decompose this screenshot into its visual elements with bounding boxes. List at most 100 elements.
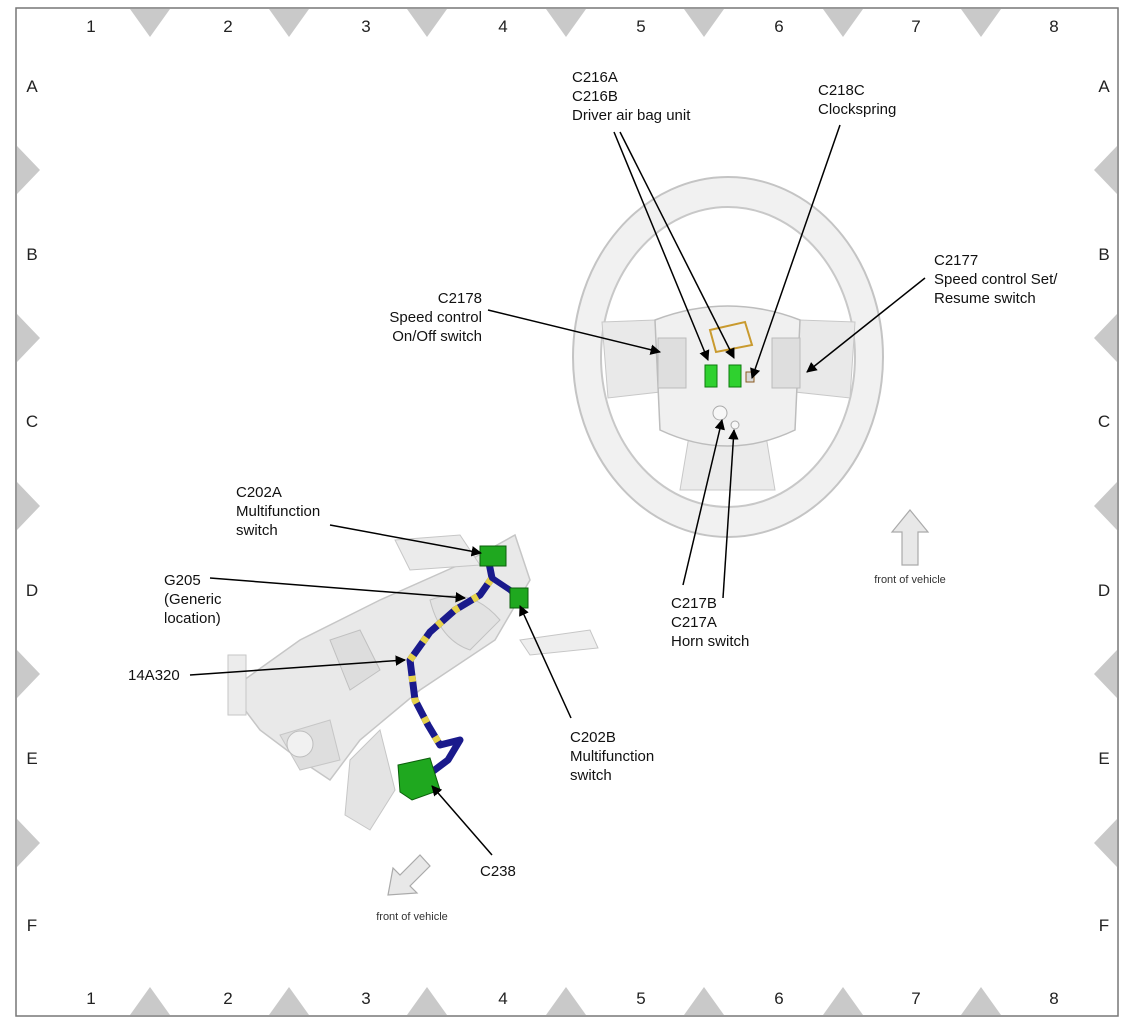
callout-line: Clockspring [818,101,896,118]
grid-col-label: 7 [911,17,920,36]
grid-row-label: F [27,916,37,935]
orientation-label: front of vehicle [376,911,448,923]
grid-col-label: 6 [774,989,783,1008]
orientation-arrow-icon [890,509,930,566]
grid-marker-top [546,9,586,37]
steering-wheel [572,176,884,538]
grid-col-label: 8 [1049,17,1058,36]
grid-row-labels-right: A B C D E F [1098,77,1110,935]
grid-marker-right [1094,146,1117,194]
callout-line: Driver air bag unit [572,107,691,124]
grid-marker-right [1094,650,1117,698]
grid-col-label: 3 [361,17,370,36]
grid-marker-left [17,146,40,194]
callout-line: C2177 [934,252,978,269]
grid-row-label: E [1098,749,1109,768]
grid-col-label: 1 [86,17,95,36]
callout-c217: C217B C217A Horn switch [671,595,749,650]
grid-marker-right [1094,314,1117,362]
grid-marker-bottom [823,987,863,1015]
grid-marker-right [1094,819,1117,867]
grid-row-label: B [26,245,37,264]
callout-g205: G205 (Generic location) [164,572,222,627]
callout-c202b: C202B Multifunction switch [570,729,654,784]
grid-row-label: A [26,77,38,96]
connector-c238 [397,757,441,801]
callout-harness-14a320: 14A320 [128,667,180,684]
grid-marker-bottom [546,987,586,1015]
callout-line: location) [164,610,221,627]
callout-line: Speed control [389,309,482,326]
callout-c2178: C2178 Speed control On/Off switch [389,290,482,345]
grid-marker-left [17,314,40,362]
front-of-vehicle-indicator-upper: front of vehicle [874,509,946,586]
grid-marker-bottom [130,987,170,1015]
grid-row-label: C [1098,412,1110,431]
callout-line: C238 [480,863,516,880]
callout-line: C216A [572,69,618,86]
callout-c238: C238 [480,863,516,880]
grid-marker-top [684,9,724,37]
grid-col-label: 8 [1049,989,1058,1008]
grid-col-label: 5 [636,17,645,36]
grid-column-labels-top: 1 2 3 4 5 6 7 8 [86,17,1058,36]
callout-line: C217B [671,595,717,612]
grid-col-label: 2 [223,17,232,36]
grid-marker-top [961,9,1001,37]
callout-line: G205 [164,572,201,589]
callout-line: switch [570,767,612,784]
multifunction-switch-connectors [479,545,529,609]
callout-line: switch [236,522,278,539]
grid-marker-left [17,819,40,867]
grid-marker-top [407,9,447,37]
callout-line: Multifunction [236,503,320,520]
callout-c216: C216A C216B Driver air bag unit [572,69,691,124]
grid-marker-left [17,482,40,530]
grid-marker-left [17,650,40,698]
callout-line: Multifunction [570,748,654,765]
callout-line: (Generic [164,591,222,608]
callout-line: C2178 [438,290,482,307]
grid-row-label: C [26,412,38,431]
steering-column [227,533,599,831]
grid-col-label: 1 [86,989,95,1008]
callout-line: C216B [572,88,618,105]
driver-air-bag-connectors [704,364,742,388]
grid-marker-bottom [407,987,447,1015]
grid-marker-bottom [961,987,1001,1015]
grid-marker-top [130,9,170,37]
leader-lines [189,124,926,856]
grid-marker-top [269,9,309,37]
grid-row-label: E [26,749,37,768]
callout-line: Horn switch [671,633,749,650]
grid-column-labels-bottom: 1 2 3 4 5 6 7 8 [86,989,1058,1008]
grid-row-labels-left: A B C D E F [26,77,38,935]
grid-marker-bottom [684,987,724,1015]
callout-line: On/Off switch [392,328,482,345]
grid-row-label: D [26,581,38,600]
grid-col-label: 7 [911,989,920,1008]
orientation-label: front of vehicle [874,574,946,586]
grid-row-label: F [1099,916,1109,935]
grid-markers [17,9,1117,1015]
grid-col-label: 3 [361,989,370,1008]
grid-col-label: 5 [636,989,645,1008]
front-of-vehicle-indicator-lower: front of vehicle [376,854,448,923]
callout-line: C217A [671,614,717,631]
callout-c2177: C2177 Speed control Set/ Resume switch [934,252,1058,307]
callout-line: C218C [818,82,865,99]
grid-row-label: A [1098,77,1110,96]
diagram-border [15,7,1119,1017]
callout-c202a: C202A Multifunction switch [236,484,320,539]
callout-line: Speed control Set/ [934,271,1058,288]
callout-line: C202A [236,484,282,501]
orientation-arrow-icon [387,854,431,896]
grid-col-label: 2 [223,989,232,1008]
callout-line: Resume switch [934,290,1036,307]
grid-row-label: D [1098,581,1110,600]
grid-marker-top [823,9,863,37]
grid-col-label: 6 [774,17,783,36]
grid-col-label: 4 [498,17,507,36]
callout-c218c: C218C Clockspring [818,82,896,118]
